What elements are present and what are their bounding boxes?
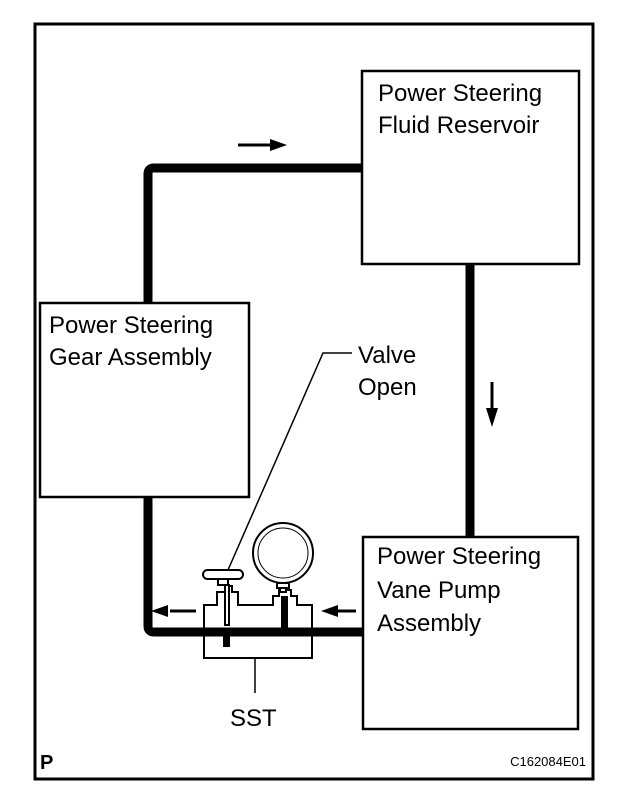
pump-label-line2: Vane Pump	[377, 577, 501, 604]
figure-code: C162084E01	[510, 754, 586, 769]
flow-arrow-left-gear	[151, 605, 196, 617]
gear-label-line1: Power Steering	[49, 312, 213, 339]
reservoir-label-line1: Power Steering	[378, 80, 542, 107]
pump-label-line1: Power Steering	[377, 543, 541, 570]
sst-label: SST	[230, 705, 277, 732]
valve-handle-icon	[202, 569, 244, 626]
hose-pump-to-gear	[143, 497, 363, 637]
corner-mark: P	[40, 752, 53, 774]
pump-box: Power Steering Vane Pump Assembly	[361, 535, 580, 731]
flow-arrow-left-pump	[321, 605, 356, 617]
valve-open-leader-line	[227, 352, 352, 571]
gear-label-line2: Gear Assembly	[49, 344, 212, 371]
flow-arrow-right	[238, 139, 287, 151]
valve-open-label-line1: Valve	[358, 342, 416, 369]
reservoir-label-line2: Fluid Reservoir	[378, 112, 539, 139]
hose-gear-to-reservoir	[143, 163, 362, 303]
gear-box: Power Steering Gear Assembly	[38, 301, 251, 499]
pressure-gauge-icon	[252, 522, 314, 593]
flow-arrow-down	[486, 382, 498, 427]
reservoir-box: Power Steering Fluid Reservoir	[360, 69, 581, 266]
hose-lines	[143, 163, 475, 637]
valve-open-label-line2: Open	[358, 374, 417, 401]
pump-label-line3: Assembly	[377, 610, 481, 637]
